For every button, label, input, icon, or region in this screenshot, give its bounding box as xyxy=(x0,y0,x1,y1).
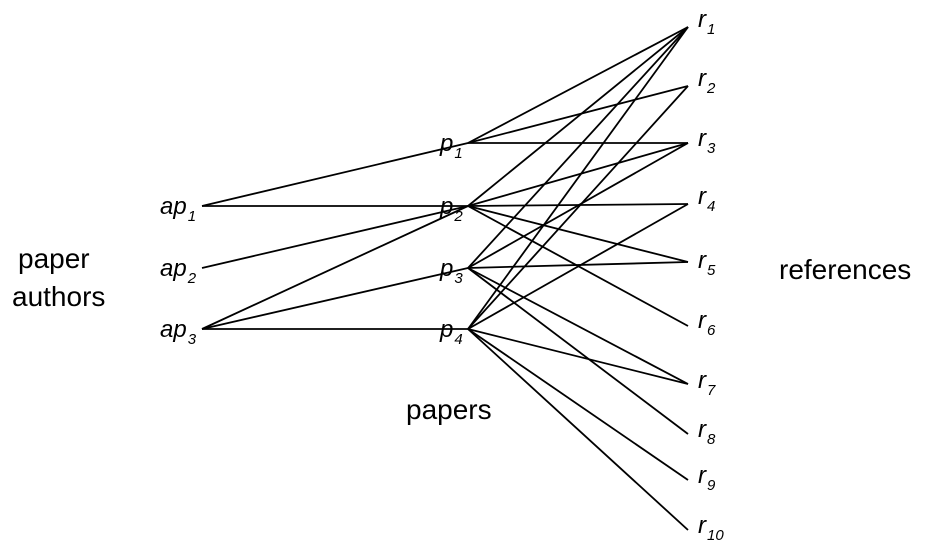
node-p3: p3 xyxy=(439,255,463,287)
node-ap2: ap2 xyxy=(160,255,197,287)
edge-p4-r1 xyxy=(467,26,689,330)
edge-p2-r1 xyxy=(467,26,689,207)
node-r5: r5 xyxy=(698,247,716,279)
group-label-references: references xyxy=(779,254,911,285)
edge-p1-r1 xyxy=(467,26,689,144)
node-r1: r1 xyxy=(698,6,715,38)
node-p1: p1 xyxy=(439,130,463,162)
edge-p3-r3 xyxy=(467,142,689,269)
group-label-papers: papers xyxy=(406,394,492,425)
edge-p3-r8 xyxy=(467,267,689,435)
edge-p2-r5 xyxy=(467,205,689,263)
node-r3: r3 xyxy=(698,125,716,157)
node-ap3: ap3 xyxy=(160,316,197,348)
node-p2: p2 xyxy=(439,193,463,225)
edge-p1-r2 xyxy=(467,85,689,144)
edge-p3-r5 xyxy=(467,261,689,269)
nodes-layer: ap1 ap2 ap3 p1 p2 p3 p4 r1 r2 r3 r4 r5 r6 r7 r8 r9 r10 xyxy=(160,6,724,544)
edges-layer xyxy=(201,26,689,531)
group-label-authors-line1: paper xyxy=(18,243,90,274)
edge-p2-r3 xyxy=(467,142,689,207)
node-r6: r6 xyxy=(698,307,716,339)
edge-p4-r4 xyxy=(467,203,689,330)
edge-p3-r1 xyxy=(467,26,689,269)
node-p4: p4 xyxy=(439,316,463,348)
edge-p4-r9 xyxy=(467,328,689,481)
node-r2: r2 xyxy=(698,65,716,97)
edge-p3-r7 xyxy=(467,267,689,385)
edge-ap1-p1 xyxy=(201,142,469,207)
node-ap1: ap1 xyxy=(160,193,196,225)
edge-p4-r7 xyxy=(467,328,689,385)
edge-ap3-p2 xyxy=(201,205,469,330)
edge-p4-r2 xyxy=(467,85,689,330)
node-r10: r10 xyxy=(698,512,724,544)
node-r7: r7 xyxy=(698,367,716,399)
node-r4: r4 xyxy=(698,183,715,215)
edge-p4-r10 xyxy=(467,328,689,531)
group-label-authors-line2: authors xyxy=(12,281,105,312)
node-r8: r8 xyxy=(698,416,716,448)
edge-ap2-p2 xyxy=(201,205,469,269)
node-r9: r9 xyxy=(698,462,716,494)
edge-ap3-p3 xyxy=(201,267,469,330)
